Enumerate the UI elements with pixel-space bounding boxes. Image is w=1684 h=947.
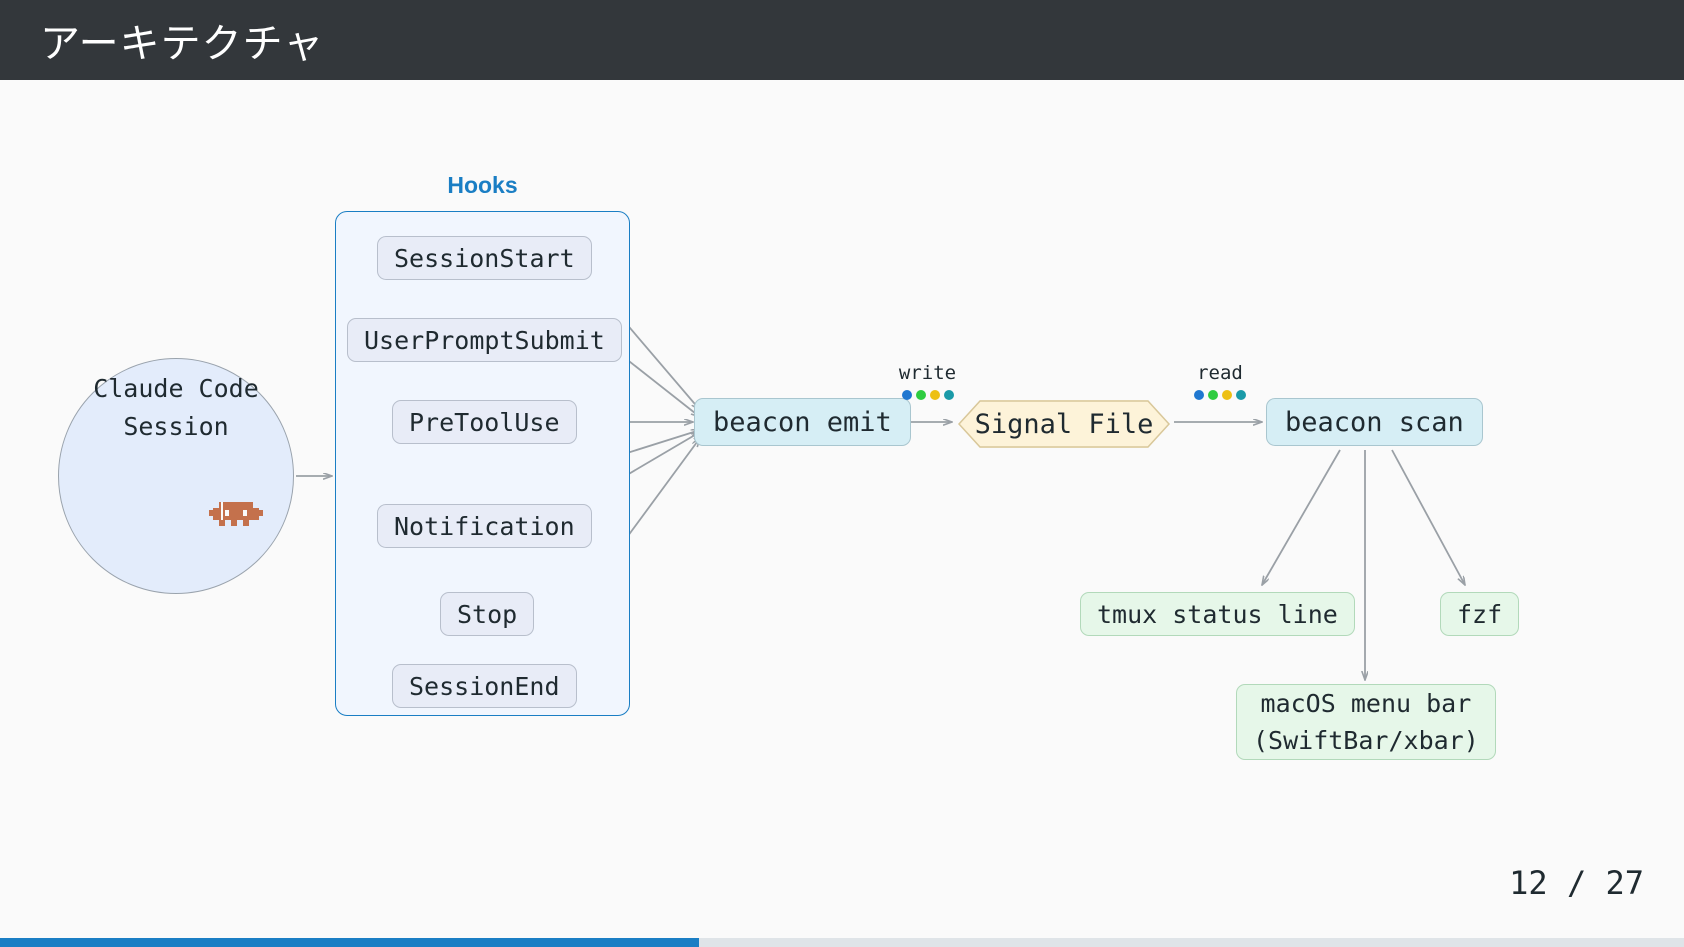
beacon-scan-label: beacon scan xyxy=(1285,406,1464,438)
output-label: fzf xyxy=(1457,599,1503,629)
hooks-cluster-title: Hooks xyxy=(447,172,518,198)
write-status-dots xyxy=(901,390,954,400)
hook-node-pretooluse[interactable]: PreToolUse xyxy=(392,400,577,444)
edge-label-read-text: read xyxy=(1197,362,1243,384)
output-node-tmux-status-line[interactable]: tmux status line xyxy=(1080,592,1355,636)
output-label: tmux status line xyxy=(1097,599,1338,629)
slide-title: アーキテクチャ xyxy=(40,21,325,67)
beacon-emit-label: beacon emit xyxy=(713,406,892,438)
hook-label: SessionEnd xyxy=(409,671,560,701)
hook-node-notification[interactable]: Notification xyxy=(377,504,592,548)
output-label: macOS menu bar (SwiftBar/xbar) xyxy=(1253,688,1479,756)
hook-label: SessionStart xyxy=(394,243,575,273)
slide-title-bar: アーキテクチャ xyxy=(0,0,1684,80)
signal-file-node[interactable]: Signal File xyxy=(958,400,1170,448)
output-node-macos-menu-bar[interactable]: macOS menu bar (SwiftBar/xbar) xyxy=(1236,684,1496,760)
hook-label: PreToolUse xyxy=(409,407,560,437)
architecture-diagram: Claude Code Session xyxy=(0,80,1684,870)
output-node-fzf[interactable]: fzf xyxy=(1440,592,1520,636)
beacon-scan-node[interactable]: beacon scan xyxy=(1266,398,1483,446)
claude-code-session-node[interactable]: Claude Code Session xyxy=(58,358,294,594)
signal-file-label: Signal File xyxy=(974,408,1154,440)
session-label: Claude Code Session xyxy=(93,373,259,442)
hook-node-userpromptsubmit[interactable]: UserPromptSubmit xyxy=(347,318,622,362)
progress-track[interactable] xyxy=(0,938,1684,947)
hooks-cluster xyxy=(335,211,630,716)
edge-label-read: read xyxy=(1185,362,1255,400)
hook-node-sessionend[interactable]: SessionEnd xyxy=(392,664,577,708)
hook-label: Notification xyxy=(394,511,575,541)
edge-label-write: write xyxy=(890,362,965,400)
beacon-emit-node[interactable]: beacon emit xyxy=(694,398,911,446)
progress-fill xyxy=(0,938,699,947)
pixel-creature-icon xyxy=(89,461,264,582)
read-status-dots xyxy=(1194,390,1246,400)
hook-label: Stop xyxy=(457,599,518,629)
hook-node-stop[interactable]: Stop xyxy=(440,592,535,636)
hook-label: UserPromptSubmit xyxy=(364,325,605,355)
page-counter: 12 / 27 xyxy=(1509,864,1644,902)
hook-node-sessionstart[interactable]: SessionStart xyxy=(377,236,592,280)
edge-label-write-text: write xyxy=(898,362,957,384)
